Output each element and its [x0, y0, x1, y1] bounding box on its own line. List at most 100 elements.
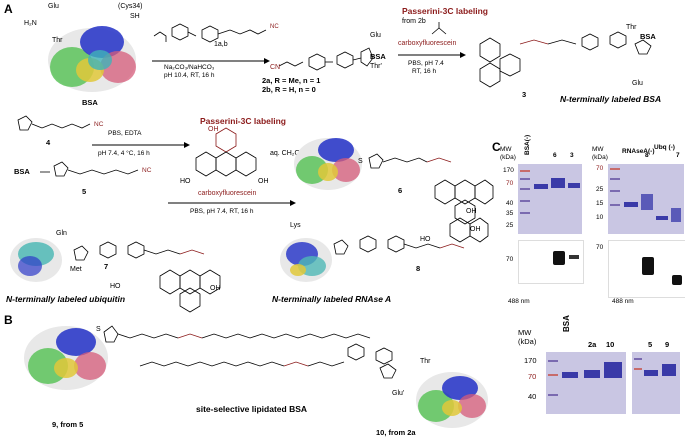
gel-c-right-lane-1: RNAseA(-): [622, 148, 655, 155]
h2n-label: H₂N: [24, 20, 37, 27]
gel-b-coomassie-left: [546, 352, 626, 414]
thr-residue-label-3: Thr: [626, 24, 637, 31]
condition-4: PBS, pH 7.4, RT, 16 h: [190, 208, 254, 215]
condition-2b: RT, 16 h: [412, 68, 437, 75]
met-residue-label: Met: [70, 266, 82, 273]
thr-residue-label-4: Thr: [420, 358, 431, 365]
product-2-structure: [278, 47, 374, 71]
gel-c-right-mw-header: MW (kDa): [592, 146, 608, 161]
reagent-4-label: 4: [46, 138, 51, 147]
carboxyfluorescein-label-2: carboxyfluorescein: [198, 190, 257, 197]
panel-label-a: A: [4, 2, 13, 16]
thr-residue-label: Thr: [52, 37, 63, 44]
gel-c-right-lane-2: 8: [645, 152, 649, 159]
gel-c-right-mw-25: 25: [596, 186, 604, 193]
passerini-title-2: Passerini-3C labeling: [200, 116, 286, 126]
ho-label-2: HO: [110, 283, 121, 290]
bsa-protein-structure-2: [294, 138, 362, 190]
panel-label-b: B: [4, 313, 13, 327]
gel-c-right-fluorescence: [608, 240, 685, 298]
product-6-label: 6: [398, 186, 403, 195]
aq-ch2o-label: aq. CH₂O: [270, 150, 300, 157]
gel-c-left-fl-mw-70: 70: [506, 256, 514, 263]
gel-c-right-mw-70: 70: [596, 165, 604, 172]
condition-1b: pH 10.4, RT, 16 h: [164, 72, 215, 79]
oh-label-5: OH: [466, 208, 477, 215]
gel-c-left-lane-2: 6: [553, 152, 557, 159]
lipidated-bsa-label: site-selective lipidated BSA: [196, 404, 308, 414]
glu-residue-label-3: Glu: [632, 80, 643, 87]
product-7-structure: [73, 241, 221, 313]
gel-b-mw-170: 170: [524, 356, 537, 365]
glu-residue-label: Glu: [48, 3, 59, 10]
carboxyfluorescein-structure-1: [195, 127, 257, 177]
svg-text:NC: NC: [142, 167, 152, 174]
glu-residue-label-2: Glu: [370, 32, 381, 39]
product-7-label: 7: [104, 262, 109, 271]
bsa-label-4: BSA: [14, 167, 30, 176]
bsa-label-1: BSA: [82, 98, 98, 107]
gel-b-mw-40: 40: [528, 392, 537, 401]
reaction-arrow-4: [168, 200, 296, 206]
gel-c-right-lane-3: Ubq (-): [654, 144, 675, 151]
gel-c-right-488nm: 488 nm: [612, 298, 634, 305]
reaction-arrow-3: [92, 142, 190, 148]
product-3-label: 3: [522, 90, 527, 99]
reagent-1-structure: NC: [153, 23, 279, 43]
product-10-linker-structure: [347, 343, 397, 379]
gel-c-left-lane-3: 3: [570, 152, 574, 159]
product-5-structure: NC: [40, 161, 152, 177]
gel-c-left-mw-70: 70: [506, 180, 514, 187]
acetone-structure: [431, 22, 447, 35]
gel-c-left-mw-25: 25: [506, 222, 514, 229]
gel-c-right-mw-10: 10: [596, 214, 604, 221]
ho-label-3: HO: [420, 236, 431, 243]
cn-label: CN: [270, 64, 281, 71]
gel-c-right-fl-mw-70: 70: [596, 244, 604, 251]
product-5-label: 5: [82, 187, 87, 196]
svg-text:NC: NC: [270, 24, 279, 30]
gel-c-left-lane-1: BSA(-): [524, 134, 531, 155]
condition-2a: PBS, pH 7.4: [408, 60, 444, 67]
condition-3b: pH 7.4, 4 °C, 16 h: [98, 150, 150, 157]
gln-residue-label: Gln: [56, 230, 67, 237]
product-9-label: 9, from 5: [52, 420, 84, 429]
product-8-label: 8: [416, 264, 421, 273]
sh-label: SH: [130, 13, 140, 20]
reaction-arrow-2: [398, 52, 466, 58]
bsa-protein-structure-1: [48, 26, 136, 92]
product-10-label: 10, from 2a: [376, 428, 416, 437]
s-label-2: S: [96, 326, 101, 333]
gel-c-right-lane-4: 7: [676, 152, 680, 159]
oh-label-3: OH: [470, 226, 481, 233]
gel-b-lane-9: 9: [665, 340, 670, 349]
gel-b-lane-10: 10: [606, 340, 615, 349]
gel-c-left-mw-header: MW (kDa): [500, 146, 516, 161]
condition-1a: Na₂CO₃/NaHCO₃: [164, 64, 215, 71]
gel-c-left-mw-35: 35: [506, 210, 514, 217]
reagent-1ab-label: 1a,b: [214, 41, 228, 48]
rnase-structure: [280, 238, 332, 282]
product-8-structure: [333, 217, 489, 255]
gel-b-mw-header: MW (kDa): [518, 328, 537, 346]
gel-c-right-coomassie: [608, 164, 684, 234]
gel-b-lane-bsa: BSA: [562, 315, 571, 332]
gel-c-left-488nm: 488 nm: [508, 298, 530, 305]
bsa-label-2: BSA: [370, 52, 386, 61]
s-label-1: S: [358, 158, 363, 165]
bsa-label-3: BSA: [640, 32, 656, 41]
product-2b-label: 2b, R = H, n = 0: [262, 85, 316, 94]
ubiquitin-structure: [10, 238, 62, 282]
gel-c-left-mw-170: 170: [503, 167, 514, 174]
nterm-bsa-label: N-terminally labeled BSA: [560, 94, 662, 104]
condition-3a: PBS, EDTA: [108, 130, 142, 137]
bsa-protein-structure-4: [416, 372, 488, 428]
oh-label-4: OH: [210, 285, 221, 292]
from-2b-label: from 2b: [402, 18, 426, 25]
gel-c-left-coomassie: [518, 164, 582, 234]
panel-label-c: C: [492, 140, 501, 154]
cys34-label: (Cys34): [118, 3, 143, 10]
product-2a-label: 2a, R = Me, n = 1: [262, 76, 321, 85]
gel-b-lane-2a: 2a: [588, 340, 597, 349]
